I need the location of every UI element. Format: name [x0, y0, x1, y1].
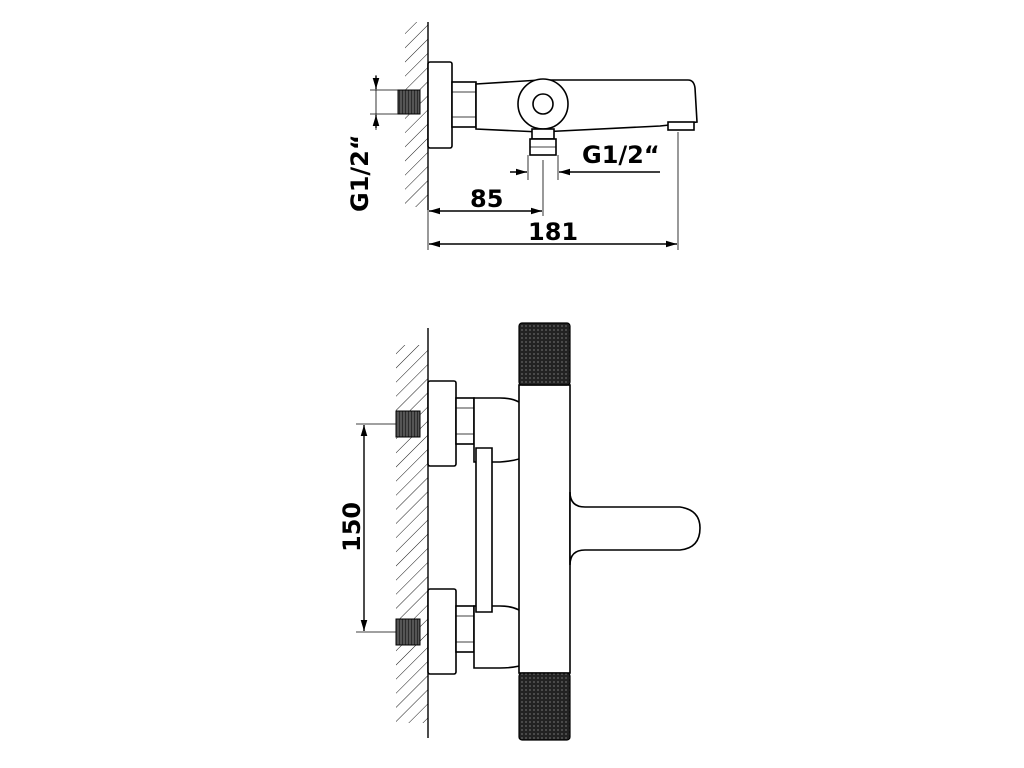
lower-escutcheon — [427, 588, 457, 675]
inlet-thread-top — [397, 89, 421, 115]
upper-knurled-handle — [518, 322, 571, 386]
wall-hatch-front — [396, 345, 428, 723]
lower-nut — [455, 605, 475, 653]
dimension-85-label: 85 — [470, 185, 503, 213]
spout-front — [569, 491, 701, 566]
front-view: 150 — [338, 322, 701, 741]
control-knob-center-top — [532, 93, 554, 115]
upper-escutcheon — [427, 380, 457, 467]
thermostat-body — [518, 384, 571, 674]
escutcheon-top — [427, 61, 453, 149]
top-view: G1/2“ G1/2“ 85 181 — [346, 22, 698, 250]
upper-inlet-thread — [395, 410, 421, 438]
lower-knurled-handle — [518, 672, 571, 741]
lower-inlet-thread — [395, 618, 421, 646]
inlet-thread-label: G1/2“ — [346, 134, 374, 212]
dimension-150-label: 150 — [338, 502, 366, 552]
outlet-connector-top — [531, 128, 555, 140]
upper-nut — [455, 397, 475, 445]
spout-aerator-top — [667, 121, 695, 131]
back-plate — [475, 447, 493, 613]
dimension-181-label: 181 — [528, 218, 578, 246]
nut-top — [451, 81, 477, 128]
body-top — [475, 79, 698, 133]
outlet-thread-label: G1/2“ — [582, 141, 660, 169]
